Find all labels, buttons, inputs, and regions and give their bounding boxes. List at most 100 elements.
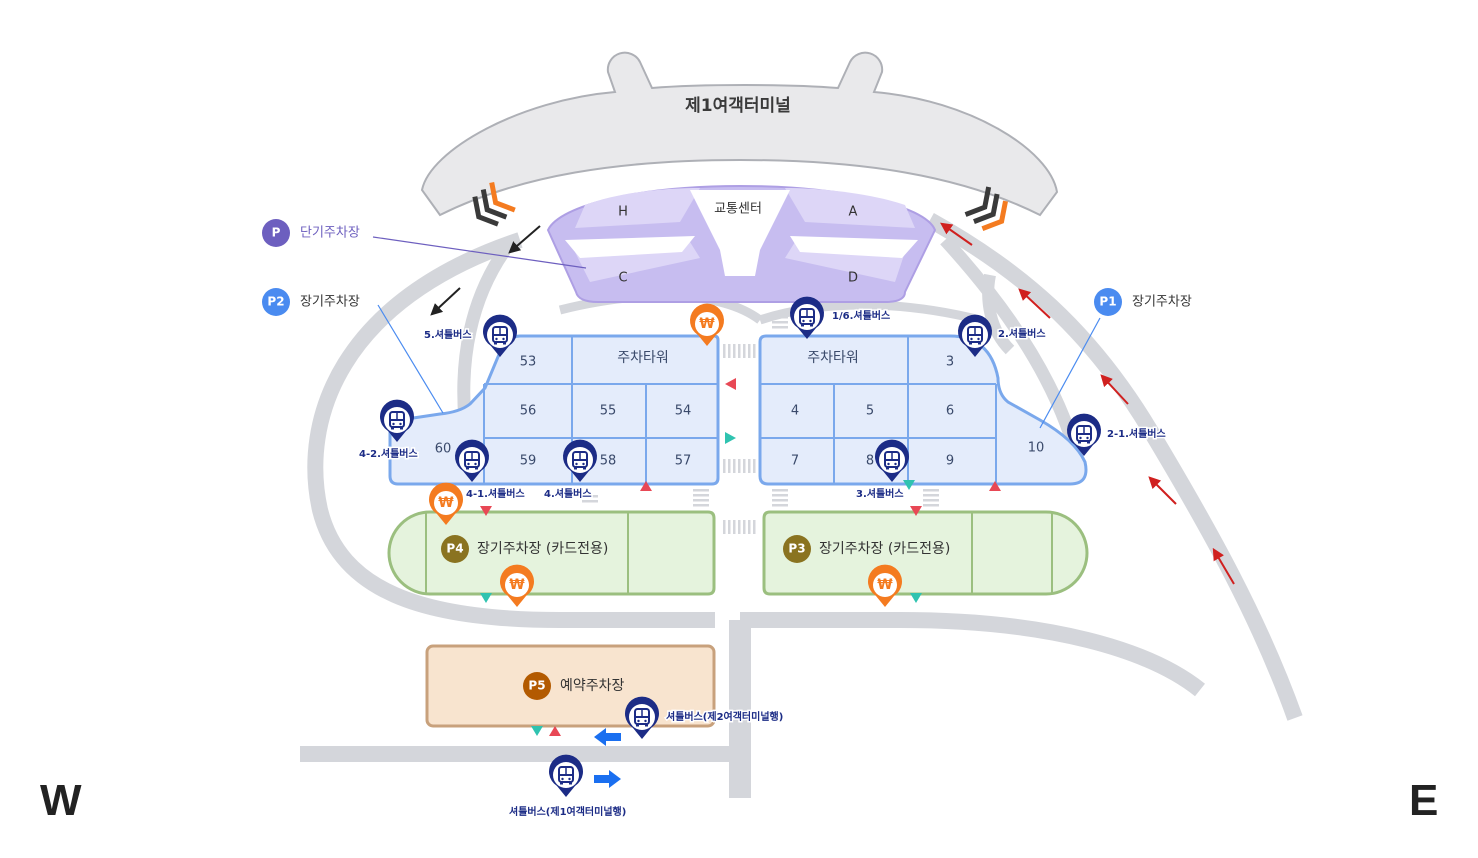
compass-east: E [1409,776,1439,825]
shuttle-stop-2-1[interactable]: 2-1.셔틀버스 [1066,412,1167,457]
payment-pin[interactable]: ₩ [500,564,534,607]
shuttle-stop-2[interactable]: 2.셔틀버스 [957,313,1047,358]
entry-marker [480,506,492,516]
won-icon: ₩ [877,577,893,593]
bus-icon [548,753,584,798]
p5-badge-text: P5 [528,679,545,693]
bus-icon [789,295,825,340]
legend-p2-badge [262,288,290,316]
legend-p-label: 단기주차장 [300,226,360,241]
lot-3: 3 [946,355,954,370]
shuttle-stop-label: 4-2.셔틀버스 [359,447,418,460]
compass-west: W [40,776,82,825]
lot-4: 4 [791,404,799,419]
road-network [300,213,1303,798]
exit-marker [725,432,736,444]
entry-marker [549,726,561,736]
shuttle-stop-label: 2-1.셔틀버스 [1107,427,1166,440]
crosswalks [512,316,939,780]
won-icon: ₩ [699,316,715,332]
terminal-entrance-chevrons-west [472,181,516,227]
payment-pin[interactable]: ₩ [690,303,724,346]
bus-icon [624,695,660,740]
entry-marker [910,506,922,516]
payment-pin[interactable]: ₩ [868,564,902,607]
shuttle-stop-5[interactable]: 5.셔틀버스 [423,313,518,358]
east-tower-label: 주차타워 [807,350,859,366]
zone-h-label: H [618,205,628,220]
shuttle-stop-to-t2[interactable]: 셔틀버스(제2여객터미널행) [624,695,785,740]
p4-label: 장기주차장 (카드전용) [477,541,608,557]
lot-53: 53 [520,355,537,370]
west-tower-label: 주차타워 [617,350,669,366]
entry-marker [725,378,736,390]
terminal-entrance-chevrons-east [964,186,1008,232]
won-icon: ₩ [509,577,525,593]
entry-marker [640,481,652,491]
p3-badge [783,535,811,563]
exit-marker [910,593,922,603]
p3-badge-text: P3 [788,542,805,556]
lot-54: 54 [675,404,692,419]
legend-p1: P1 장기주차장 [1039,288,1192,429]
shuttle-stop-label: 1/6.셔틀버스 [832,309,890,322]
legend-short-term: P 단기주차장 [262,219,587,269]
lot-60: 60 [435,442,452,457]
shuttle-stop-label: 3.셔틀버스 [856,487,904,500]
shuttle-stop-4-1[interactable]: 4-1.셔틀버스 [454,438,526,502]
shuttle-stop-label: 셔틀버스(제1여객터미널행) [509,805,626,818]
p4-badge [441,535,469,563]
traffic-arrows [430,222,1235,585]
zone-d-label: D [848,271,858,286]
shuttle-stop-label: 셔틀버스(제2여객터미널행) [666,710,783,723]
lot-59: 59 [520,454,537,469]
lot-57: 57 [675,454,692,469]
exit-marker [480,593,492,603]
exit-marker [903,480,915,490]
lot-58: 58 [600,454,617,469]
entry-exit-markers [480,378,1001,736]
lot-8: 8 [866,454,874,469]
arrow-right-icon [594,770,621,788]
p5-label: 예약주차장 [560,678,625,694]
lot-10: 10 [1028,441,1045,456]
shuttle-stop-4[interactable]: 4.셔틀버스 [543,438,598,502]
shuttle-stop-1-6[interactable]: 1/6.셔틀버스 [789,295,892,340]
lot-9: 9 [946,454,954,469]
p4-badge-text: P4 [446,542,463,556]
shuttle-stop-4-2[interactable]: 4-2.셔틀버스 [358,398,419,462]
terminal-label: 제1여객터미널 [685,96,791,116]
won-icon: ₩ [438,495,454,511]
zone-a-label: A [849,205,858,220]
blue-direction-arrows [594,728,621,788]
shuttle-stop-label: 2.셔틀버스 [998,327,1046,340]
shuttle-stop-label: 4-1.셔틀버스 [466,487,525,500]
shuttle-stop-label: 5.셔틀버스 [424,328,472,341]
lot-55: 55 [600,404,617,419]
transport-center-label: 교통센터 [714,202,762,217]
exit-marker [531,726,543,736]
legend-p1-label: 장기주차장 [1132,295,1192,310]
arrow-left-icon [594,728,621,746]
legend-p1-badge-text: P1 [1099,295,1116,309]
p3-lot: P3 장기주차장 (카드전용) [762,510,1089,596]
shuttle-stop-to-t1[interactable]: 셔틀버스(제1여객터미널행) [508,753,628,820]
lot-7: 7 [791,454,799,469]
shuttle-stop-label: 4.셔틀버스 [544,487,592,500]
shuttle-stop-3[interactable]: 3.셔틀버스 [855,438,910,502]
p5-badge [523,672,551,700]
lot-6: 6 [946,404,954,419]
payment-pin[interactable]: ₩ [429,482,463,525]
transport-center: 교통센터 H A C D [546,184,937,303]
legend-p-badge-text: P [272,226,281,240]
legend-p2-label: 장기주차장 [300,295,360,310]
p2-west-tower-block [388,334,720,486]
terminal-building: 제1여객터미널 [420,51,1059,217]
legend-p1-badge [1094,288,1122,316]
lot-56: 56 [520,404,537,419]
entry-marker [989,481,1001,491]
legend-p2: P2 장기주차장 [262,288,444,414]
zone-c-label: C [618,271,627,286]
p3-label: 장기주차장 (카드전용) [819,541,950,557]
